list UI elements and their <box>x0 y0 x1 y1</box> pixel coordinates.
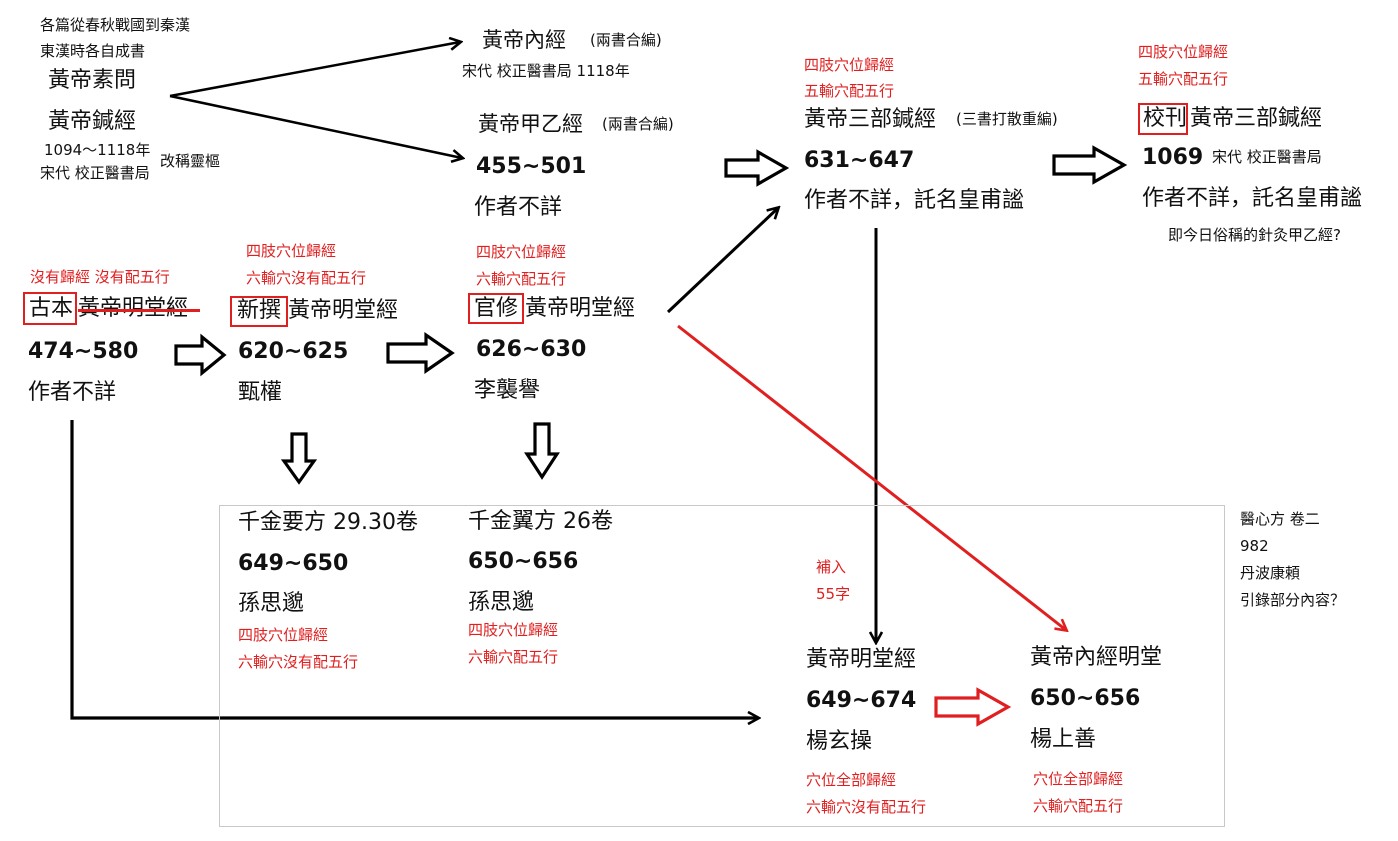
guben-strike-line <box>78 309 200 312</box>
sanbu-years: 631~647 <box>804 148 915 173</box>
sanbu-note1: 四肢穴位歸經 <box>804 56 895 74</box>
qianjin-group-frame <box>219 505 1225 827</box>
qianjin-yao-years: 649~650 <box>238 551 349 576</box>
yang-mingtang-years: 649~674 <box>806 688 917 713</box>
qianjin-yi-note1: 四肢穴位歸經 <box>468 621 559 639</box>
sanbu-sub: (三書打散重編) <box>956 110 1058 128</box>
jiaokan-note2: 五輸穴配五行 <box>1138 70 1229 88</box>
sanbu-note2: 五輸穴配五行 <box>804 82 895 100</box>
suwen-title: 黃帝素問 <box>48 68 137 93</box>
guanxiu-title: 黃帝明堂經 <box>525 296 636 321</box>
yang-mingtang-note2: 六輸穴沒有配五行 <box>806 798 927 816</box>
qianjin-yi-years: 650~656 <box>468 549 579 574</box>
qianjin-yao-note1: 四肢穴位歸經 <box>238 626 329 644</box>
origin-line2: 東漢時各自成書 <box>40 42 146 60</box>
guanxiu-note2: 六輸穴配五行 <box>476 270 567 288</box>
xinzhuan-note2: 六輸穴沒有配五行 <box>246 269 367 287</box>
jiaokan-note1: 四肢穴位歸經 <box>1138 43 1229 61</box>
neijing-mingtang-title: 黃帝內經明堂 <box>1030 645 1163 670</box>
buru-line1: 補入 <box>816 558 847 576</box>
xinzhuan-highlight-box <box>230 296 288 327</box>
qianjin-yi-title: 千金翼方 26卷 <box>468 509 613 534</box>
qianjin-yao-title: 千金要方 29.30卷 <box>238 510 418 535</box>
ishinpo-question: 引錄部分內容？ <box>1240 591 1346 609</box>
block-arrow-down-xinzhuan <box>280 432 318 485</box>
xinzhuan-note1: 四肢穴位歸經 <box>246 242 337 260</box>
jiaokan-question: 即今日俗稱的針灸甲乙經? <box>1168 226 1341 244</box>
jiaokan-bureau: 宋代 校正醫書局 <box>1212 148 1322 166</box>
guanxiu-note1: 四肢穴位歸經 <box>476 243 567 261</box>
qianjin-yi-author: 孫思邈 <box>468 590 535 615</box>
fork-to-neijing-arrow <box>169 42 460 98</box>
guben-author: 作者不詳 <box>28 380 117 405</box>
neijing-mingtang-years: 650~656 <box>1030 686 1141 711</box>
yang-mingtang-title: 黃帝明堂經 <box>806 647 917 672</box>
origin-line1: 各篇從春秋戰國到秦漢 <box>40 16 191 34</box>
neijing-mingtang-note1: 穴位全部歸經 <box>1033 770 1124 788</box>
neijing-note: (兩書合編) <box>590 31 662 49</box>
neijing-mingtang-note2: 六輸穴配五行 <box>1033 797 1124 815</box>
block-arrow-down-guanxiu <box>524 422 560 480</box>
yang-mingtang-note1: 穴位全部歸經 <box>806 771 897 789</box>
zhenjing-title: 黃帝鍼經 <box>48 109 137 134</box>
neijing-mingtang-author: 楊上善 <box>1030 727 1097 752</box>
ishinpo-title: 醫心方 卷二 <box>1240 510 1320 528</box>
jiaokan-author: 作者不詳，託名皇甫謐 <box>1142 186 1363 211</box>
ishinpo-author: 丹波康頼 <box>1240 564 1301 582</box>
zhenjing-years: 1094～1118年 <box>44 141 151 159</box>
xinzhuan-box-text: 新撰 <box>237 298 282 323</box>
sanbu-title: 黃帝三部鍼經 <box>804 107 937 132</box>
neijing-title: 黃帝內經 <box>482 28 566 52</box>
block-arrow-red-yang-to-neijingmingtang <box>934 687 1012 727</box>
xinzhuan-years: 620~625 <box>238 339 349 364</box>
neijing-sub: 宋代 校正醫書局 1118年 <box>462 62 630 80</box>
jiaokan-box-text: 校刊 <box>1143 106 1188 131</box>
guanxiu-to-sanbu-arrow <box>666 208 778 314</box>
guben-title: 黃帝明堂經 <box>78 296 189 321</box>
sanbu-author: 作者不詳，託名皇甫謐 <box>804 188 1025 213</box>
jiayi-years: 455~501 <box>476 154 587 179</box>
renamed-lingshu: 改稱靈樞 <box>160 152 221 170</box>
xinzhuan-title: 黃帝明堂經 <box>288 298 399 323</box>
xinzhuan-author: 甄權 <box>238 380 283 405</box>
fork-to-jiayi-arrow <box>169 94 462 158</box>
guanxiu-highlight-box <box>468 293 524 324</box>
qianjin-yao-author: 孫思邈 <box>238 591 305 616</box>
block-arrow-sanbu-jiaokan <box>1052 145 1128 185</box>
guben-highlight-box <box>23 292 77 325</box>
guben-to-yang-arrow <box>70 420 758 718</box>
jiaokan-year: 1069 <box>1142 145 1204 170</box>
guben-note: 沒有歸經 沒有配五行 <box>30 268 170 286</box>
block-arrow-xinzhuan-guanxiu <box>386 331 455 375</box>
guanxiu-author: 李襲譽 <box>474 378 541 403</box>
jiayi-author: 作者不詳 <box>474 195 563 220</box>
block-arrow-jiayi-sanbu <box>724 149 790 187</box>
jiayi-title: 黃帝甲乙經 <box>478 112 583 136</box>
ishinpo-year: 982 <box>1240 537 1269 555</box>
guben-box-text: 古本 <box>29 296 74 321</box>
buru-line2: 55字 <box>816 585 851 603</box>
qianjin-yi-note2: 六輸穴配五行 <box>468 648 559 666</box>
guanxiu-years: 626~630 <box>476 337 587 362</box>
jiayi-note: (兩書合編) <box>602 115 674 133</box>
zhenjing-bureau: 宋代 校正醫書局 <box>40 164 150 182</box>
jiaokan-highlight-box <box>1138 103 1188 135</box>
qianjin-yao-note2: 六輸穴沒有配五行 <box>238 653 359 671</box>
guanxiu-box-text: 官修 <box>474 296 519 321</box>
guben-years: 474~580 <box>28 339 139 364</box>
yang-mingtang-author: 楊玄操 <box>806 729 873 754</box>
guanxiu-to-neijingmingtang-red-arrow <box>677 324 1066 630</box>
jiaokan-title: 黃帝三部鍼經 <box>1190 106 1323 131</box>
block-arrow-guben-xinzhuan <box>174 333 227 377</box>
